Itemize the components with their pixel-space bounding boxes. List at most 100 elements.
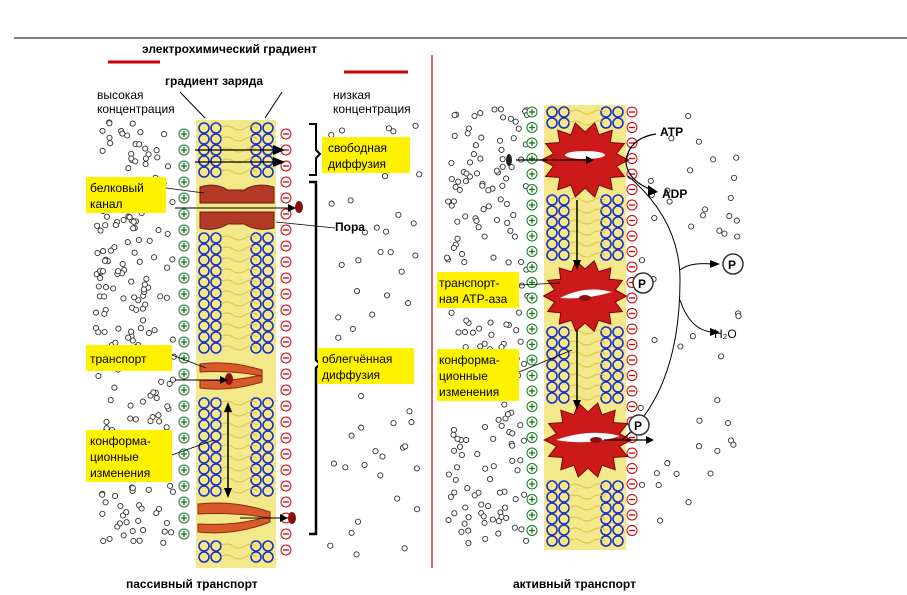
lipid-tail: [568, 197, 606, 203]
solute-dot: [731, 174, 738, 181]
solute-dot: [503, 175, 510, 182]
solute-dot: [120, 216, 127, 224]
solute-dot: [135, 517, 142, 524]
solute-dot: [688, 223, 695, 230]
solute-dot: [450, 426, 458, 433]
solute-dot: [463, 317, 470, 324]
active-membrane-lipids: [546, 106, 624, 547]
passive-conform-pointer: [171, 439, 215, 456]
lipid-tail: [220, 422, 258, 428]
electrochemical-gradient-title: электрохимический градиент: [142, 42, 317, 56]
lipid-head: [262, 309, 274, 321]
solute-dot: [145, 151, 152, 158]
solute-dot: [448, 175, 455, 183]
solute-dot: [452, 183, 459, 190]
lipid-tail: [568, 120, 606, 126]
solute-dot: [132, 416, 139, 423]
solute-dot: [481, 423, 489, 431]
lipid-tail: [568, 538, 606, 544]
lipid-tail: [568, 516, 606, 522]
lipid-head: [546, 106, 558, 118]
lipid-head: [262, 540, 274, 552]
solute-dot: [504, 411, 511, 418]
solute-dot: [503, 514, 510, 522]
lipid-head: [546, 513, 558, 525]
solute-dot: [513, 327, 520, 334]
solute-dot: [685, 113, 692, 120]
solute-dot: [655, 482, 662, 489]
lipid-head: [600, 392, 612, 404]
solute-dot: [471, 492, 478, 499]
solute-dot: [330, 460, 337, 467]
adp-label: ADP: [662, 187, 687, 201]
solute-dot: [701, 206, 709, 213]
solute-dot: [496, 489, 503, 496]
solute-dot: [107, 397, 114, 404]
solute-dot: [154, 154, 161, 161]
solute-dot: [128, 155, 135, 162]
lipid-head: [546, 392, 558, 404]
solute-dot: [450, 431, 457, 438]
lipid-tail: [568, 494, 606, 500]
lipid-head: [250, 463, 262, 475]
lipid-head: [612, 205, 624, 217]
lipid-head: [250, 419, 262, 431]
solute-dot: [99, 147, 106, 154]
lipid-head: [546, 381, 558, 393]
lipid-head: [198, 166, 210, 178]
lipid-tail: [220, 312, 258, 318]
solute-dot: [140, 527, 147, 534]
solute-dot: [477, 110, 484, 117]
solute-dot: [721, 230, 728, 237]
solute-dot: [167, 482, 174, 489]
solute-dot: [521, 360, 528, 367]
lipid-head: [546, 491, 558, 503]
lipid-head: [198, 254, 210, 266]
water-arrowhead: [710, 328, 720, 336]
passive-conform-line3: изменения: [90, 466, 150, 480]
lipid-head: [262, 298, 274, 310]
passive-conform-label-bg: [86, 430, 172, 482]
solute-dot: [377, 472, 384, 479]
solute-dot: [102, 222, 109, 229]
solute-dot: [716, 227, 723, 234]
high-concentration-line2: концентрация: [97, 102, 175, 116]
solute-dot: [101, 257, 109, 264]
solute-dot: [107, 140, 114, 147]
lipid-head: [612, 381, 624, 393]
lipid-head: [600, 359, 612, 371]
solute-dot: [512, 496, 519, 503]
solute-dot: [161, 131, 168, 138]
pore-label: Пора: [335, 220, 365, 234]
lipid-head: [250, 430, 262, 442]
solute-dot: [156, 418, 163, 425]
lipid-head: [612, 106, 624, 118]
solute-dot: [168, 529, 175, 536]
lipid-head: [250, 243, 262, 255]
solute-dot: [509, 442, 516, 449]
conformation-arrow: [224, 402, 232, 498]
solute-dot: [482, 465, 489, 472]
atpase-line2: ная ATP-аза: [439, 292, 508, 306]
solute-dot: [447, 493, 454, 500]
lipid-tail: [568, 362, 606, 368]
lipid-tail: [568, 505, 606, 511]
solute-dot: [94, 249, 101, 257]
lipid-head: [198, 155, 210, 167]
lipid-head: [250, 485, 262, 497]
solute-dot: [470, 151, 477, 158]
solute-dot: [146, 237, 153, 244]
solute-dot: [102, 284, 109, 291]
solute-dot: [103, 418, 110, 425]
solute-dot: [140, 286, 147, 293]
lipid-head: [612, 502, 624, 514]
lipid-head: [250, 287, 262, 299]
solute-dot: [462, 178, 469, 185]
solute-dot: [687, 167, 694, 174]
lipid-tail: [568, 208, 606, 214]
solute-dot: [735, 313, 742, 320]
solute-dot: [473, 217, 480, 224]
ion-entry-arrowhead: [586, 156, 594, 164]
solute-dot: [348, 432, 355, 439]
lipid-head: [250, 452, 262, 464]
